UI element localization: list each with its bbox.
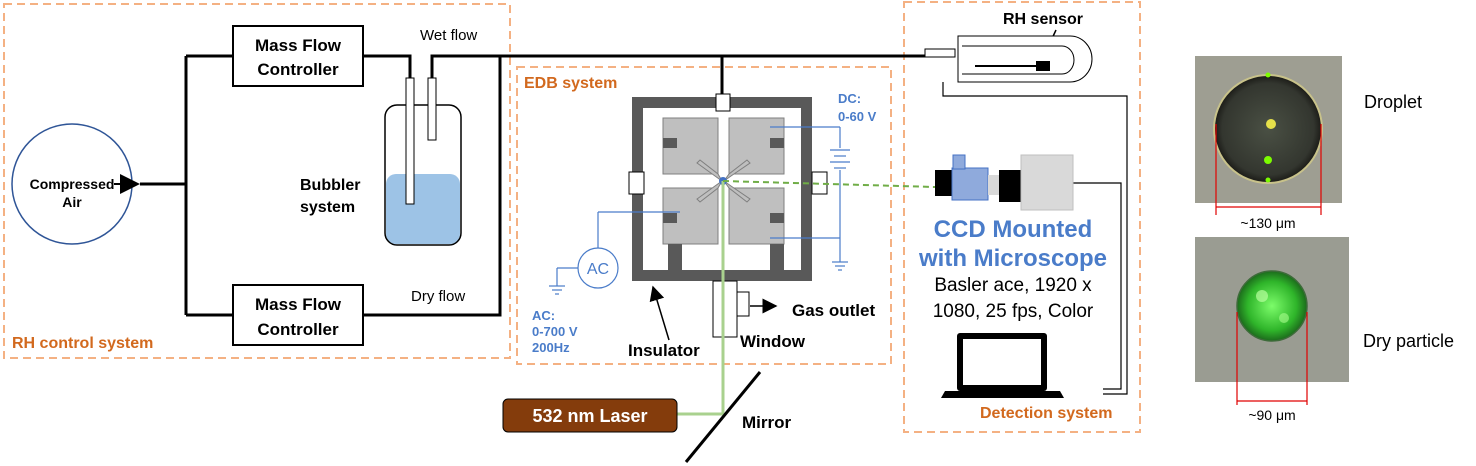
branch-pipe — [184, 54, 233, 317]
compressed-air-label-1: Compressed — [30, 176, 115, 192]
wet-flow-label: Wet flow — [420, 27, 477, 44]
bubbler-label-2: system — [300, 199, 355, 216]
gas-outlet-port — [712, 280, 738, 338]
ac-circuit — [549, 211, 680, 295]
bubbler-outlet-tube — [427, 77, 437, 141]
microscope-body — [951, 167, 989, 201]
ccd-label-2: with Microscope — [918, 245, 1107, 272]
droplet-label: Droplet — [1364, 92, 1422, 112]
camera-spec-1: Basler ace, 1920 x — [934, 275, 1092, 296]
droplet-size-label: ~130 μm — [1240, 215, 1295, 231]
rh-sensor-chamber — [957, 35, 1093, 83]
camera-spec-2: 1080, 25 fps, Color — [933, 301, 1094, 322]
mirror — [684, 371, 762, 463]
dry-particle-size-label: ~90 μm — [1248, 407, 1295, 423]
mfc-bottom-label-2: Controller — [257, 320, 339, 339]
edb-system-label: EDB system — [524, 75, 617, 92]
detection-system-box — [903, 1, 1141, 433]
laser-box — [502, 398, 678, 433]
dry-flow-label: Dry flow — [411, 288, 465, 305]
gas-outlet-nozzle — [736, 291, 750, 317]
detection-system-label: Detection system — [980, 405, 1113, 422]
dc-label-2: 0-60 V — [838, 109, 877, 124]
mfc-bottom-label-1: Mass Flow — [255, 295, 342, 314]
dc-circuit — [770, 126, 850, 271]
mfc-top-label-1: Mass Flow — [255, 36, 342, 55]
rh-control-system-box — [3, 3, 511, 359]
ac-label-1: AC: — [532, 308, 555, 323]
mirror-label: Mirror — [742, 413, 792, 432]
bubbler-inlet-tube — [405, 77, 415, 205]
edb-system-box — [516, 66, 892, 365]
ccd-camera — [1020, 154, 1074, 211]
insulator-pointer — [649, 285, 670, 341]
left-side-window — [628, 171, 645, 195]
rh-sensor-label: RH sensor — [1003, 11, 1083, 28]
camera-cable — [1073, 182, 1122, 390]
electrodes — [662, 117, 785, 270]
rh-sensor-probe — [1036, 61, 1050, 71]
wet-inlet-pipe — [363, 54, 412, 78]
ccd-label-1: CCD Mounted — [934, 216, 1093, 243]
bubbler-water — [386, 174, 460, 244]
sensor-inlet-tube — [924, 48, 956, 58]
objective-lens — [935, 170, 953, 196]
laptop-base — [941, 391, 1064, 398]
dry-particle-scale — [1236, 312, 1308, 405]
rh-control-system-label: RH control system — [12, 335, 153, 352]
dry-particle-label: Dry particle — [1363, 331, 1454, 351]
window-label: Window — [740, 332, 806, 351]
bubbler-bottle — [384, 104, 462, 246]
microscope-tube — [988, 175, 1000, 195]
compressed-air-label-2: Air — [62, 194, 82, 210]
gas-outlet-label: Gas outlet — [792, 301, 875, 320]
droplet-scale — [1215, 124, 1322, 215]
insulator-label: Insulator — [628, 341, 700, 360]
chamber-inlet-port — [715, 93, 731, 112]
mfc-top-label-2: Controller — [257, 60, 339, 79]
imaging-path — [722, 180, 936, 188]
microscope-knob — [952, 154, 966, 170]
bubbler-label-1: Bubbler — [300, 177, 360, 194]
ac-label-3: 200Hz — [532, 340, 570, 355]
mass-flow-controller-bottom — [232, 284, 364, 346]
dc-label-1: DC: — [838, 91, 861, 106]
ac-label-2: 0-700 V — [532, 324, 578, 339]
camera-mount — [999, 170, 1021, 202]
sensor-cable — [942, 82, 1128, 395]
laser-label: 532 nm Laser — [532, 406, 647, 426]
ac-source-symbol: AC — [587, 261, 609, 278]
